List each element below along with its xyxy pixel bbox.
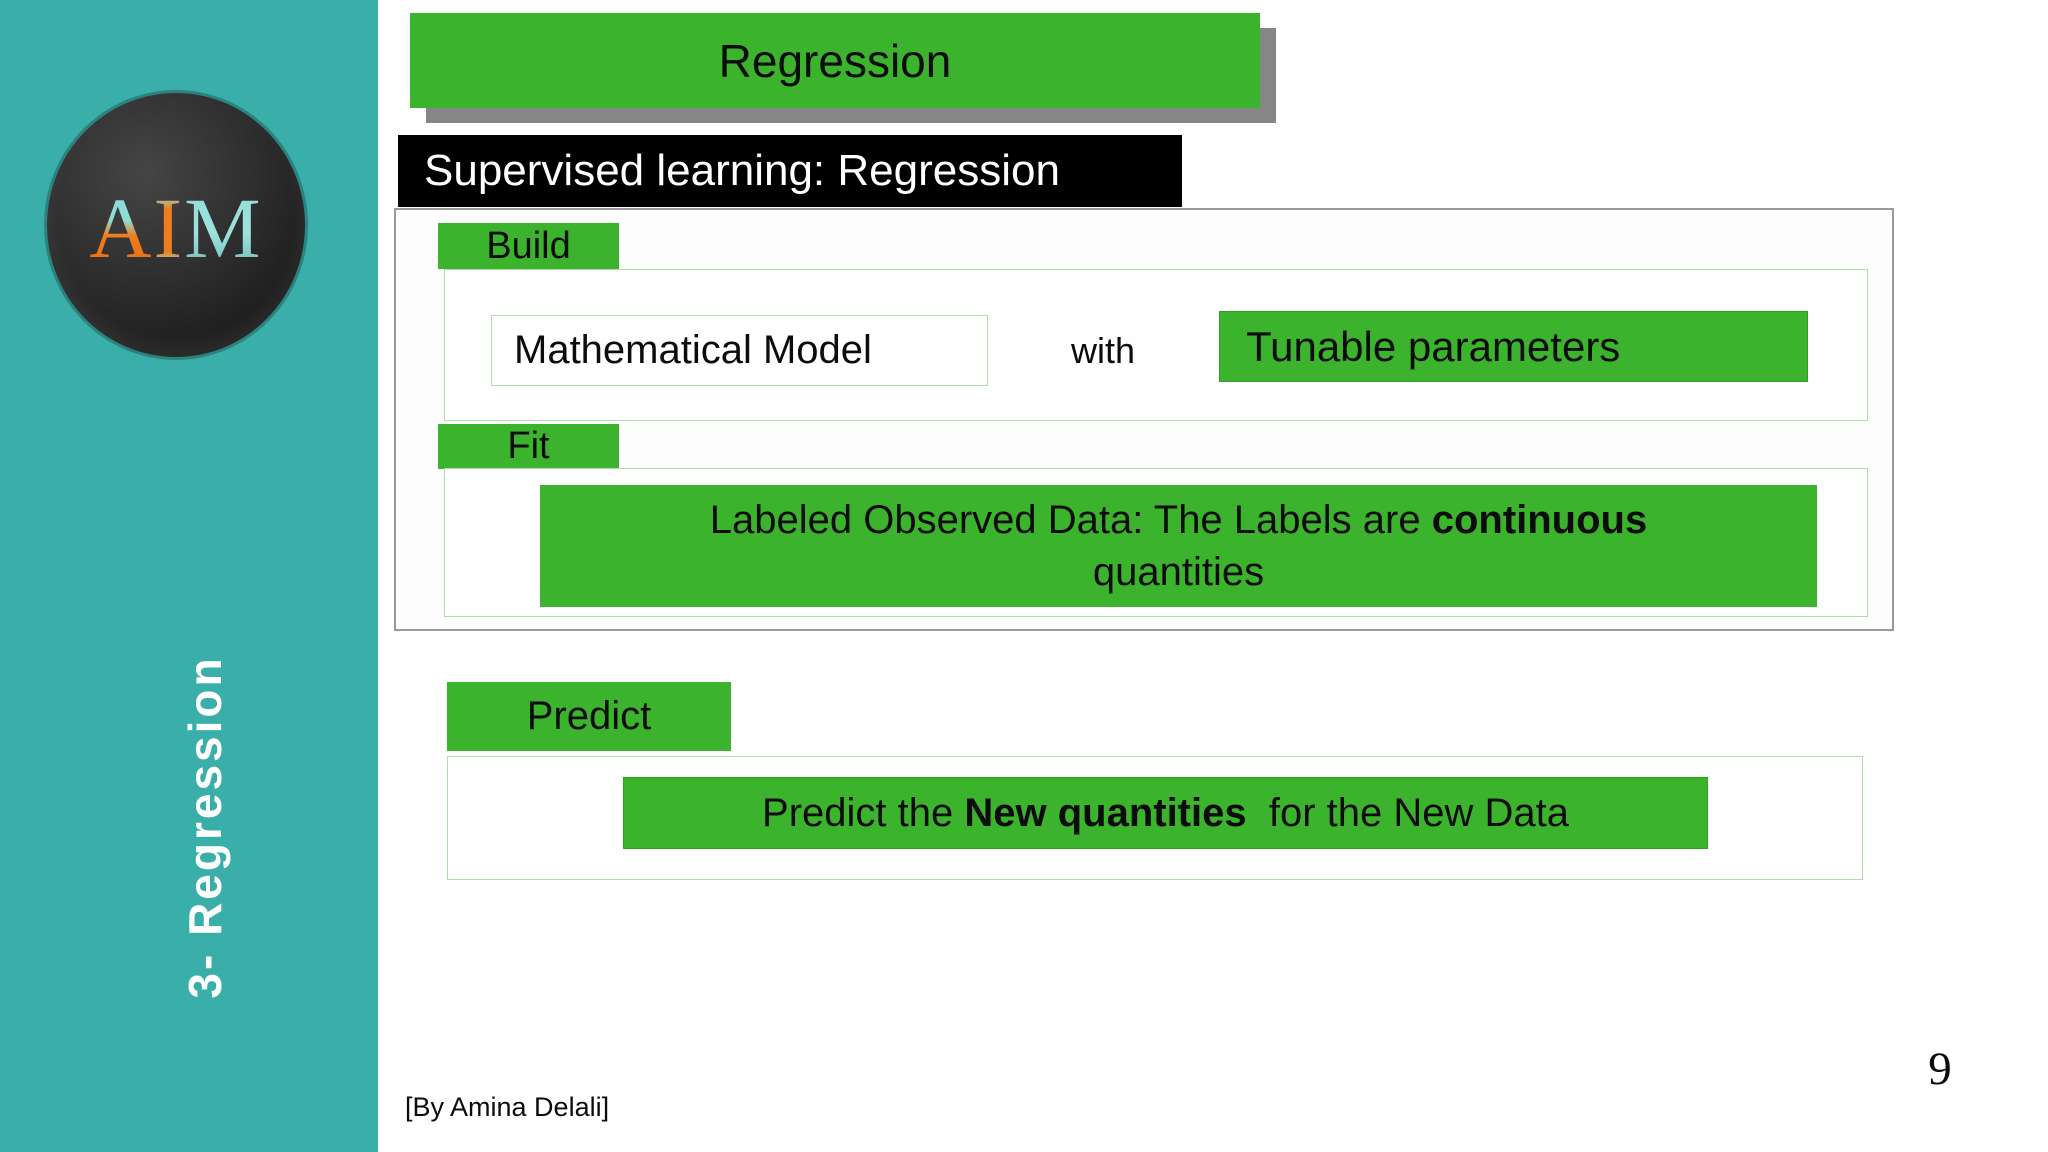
subtitle-bar: Supervised learning: Regression [398,135,1182,207]
with-connector: with [987,315,1219,386]
labeled-data-line1: Labeled Observed Data: The Labels are co… [710,494,1647,546]
logo-letter-m: M [184,180,263,276]
build-label-text: Build [486,224,571,267]
fit-label-text: Fit [507,425,550,467]
mathematical-model-box: Mathematical Model [491,315,988,386]
logo-letter-i: I [153,180,185,276]
labeled-data-line1-bold: continuous [1431,498,1648,542]
aim-logo: AIM [47,93,305,357]
page-number: 9 [1928,1043,1952,1095]
with-text: with [1070,329,1136,371]
tunable-parameters-text: Tunable parameters [1246,322,1621,370]
logo-letter-a: A [89,180,154,276]
predict-banner-prefix: Predict the [762,790,965,835]
predict-banner-suffix: for the New Data [1246,790,1569,835]
tunable-parameters-box: Tunable parameters [1219,311,1808,382]
chapter-vertical-label: 3- Regression [179,655,231,999]
predict-label: Predict [447,682,731,751]
predict-banner-bold: New quantities [964,790,1247,835]
build-label: Build [438,223,619,269]
mathematical-model-text: Mathematical Model [514,328,872,372]
predict-banner: Predict the New quantities for the New D… [623,777,1708,849]
aim-logo-text: AIM [89,179,262,271]
title-text: Regression [718,34,952,87]
predict-label-text: Predict [526,694,652,738]
author-caption: [By Amina Delali] [405,1092,610,1122]
subtitle-text: Supervised learning: Regression [424,146,1060,195]
title-banner: Regression [410,13,1260,108]
labeled-data-banner: Labeled Observed Data: The Labels are co… [540,485,1817,607]
labeled-data-line2: quantities [1092,550,1265,594]
fit-label: Fit [438,424,619,469]
labeled-data-line1-prefix: Labeled Observed Data: The Labels are [709,498,1432,542]
sidebar: AIM 3- Regression [0,0,378,1152]
